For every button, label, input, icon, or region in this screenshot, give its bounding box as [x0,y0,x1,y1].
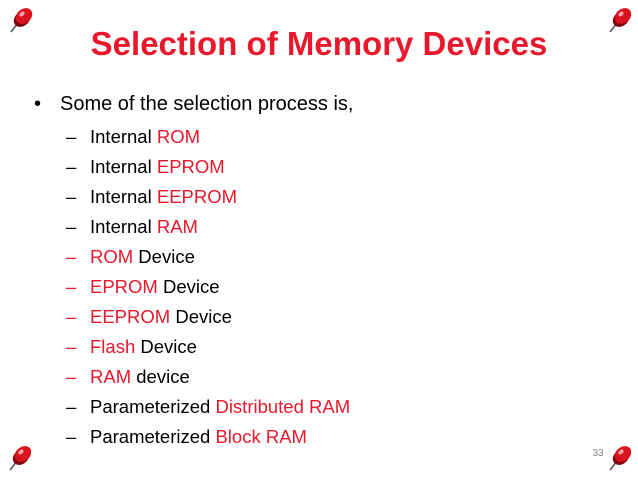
dash-icon: – [66,126,77,147]
pushpin-icon [9,446,32,471]
sub-bullet-text: Internal [90,126,157,147]
sub-bullet-text: Internal [90,156,157,177]
dash-icon: – [66,396,77,417]
sub-bullet-text: Device [133,246,195,267]
sub-bullet-text: EEPROM [90,306,171,327]
sub-bullet-text: Parameterized [90,396,216,417]
sub-bullet-text: Device [135,336,197,357]
sub-bullet-text: EPROM [156,156,225,177]
sub-bullet-item: –Flash Device [66,332,350,362]
sub-bullet-text: Internal [90,216,157,237]
sub-bullet-text: ROM [156,126,201,147]
sub-bullet-item: –RAM device [66,362,350,392]
sub-bullet-text: Device [157,276,220,297]
sub-bullet-item: –Parameterized Block RAM [66,422,350,452]
sub-bullet-text: Internal [90,186,157,207]
sub-bullet-item: –Internal ROM [66,122,350,152]
sub-bullet-item: –Internal RAM [66,212,350,242]
dash-icon: – [66,156,77,177]
dash-icon: – [66,366,77,387]
dash-icon: – [66,306,77,327]
dash-icon: – [66,246,77,267]
sub-bullet-text: device [131,366,190,387]
sub-bullet-item: –Internal EPROM [66,152,350,182]
main-bullet: • Some of the selection process is, [34,90,353,118]
dash-icon: – [66,336,77,357]
sub-bullet-item: –EEPROM Device [66,302,350,332]
sub-bullet-text: EPROM [90,276,158,297]
sub-bullet-text: RAM [90,366,132,387]
sub-bullet-item: –ROM Device [66,242,350,272]
sub-bullet-item: –Internal EEPROM [66,182,350,212]
sub-bullet-text: Parameterized [90,426,216,447]
sub-bullet-list: –Internal ROM–Internal EPROM–Internal EE… [66,122,350,452]
sub-bullet-item: –EPROM Device [66,272,350,302]
sub-bullet-text: Block RAM [215,426,307,447]
dash-icon: – [66,276,77,297]
dash-icon: – [66,186,77,207]
page-number: 33 [592,448,604,459]
dash-icon: – [66,216,77,237]
sub-bullet-text: RAM [156,216,198,237]
pushpin-icon [10,8,33,33]
pushpin-icon [609,8,632,33]
slide-title: Selection of Memory Devices [90,25,548,62]
pushpin-icon [609,446,632,471]
sub-bullet-text: EEPROM [156,186,238,207]
dash-icon: – [66,426,77,447]
sub-bullet-text: Distributed RAM [215,396,351,417]
sub-bullet-text: Flash [90,336,136,357]
sub-bullet-text: ROM [90,246,134,267]
sub-bullet-item: –Parameterized Distributed RAM [66,392,350,422]
sub-bullet-text: Device [170,306,232,327]
main-bullet-text: Some of the selection process is, [60,93,354,115]
bullet-icon: • [34,93,42,115]
